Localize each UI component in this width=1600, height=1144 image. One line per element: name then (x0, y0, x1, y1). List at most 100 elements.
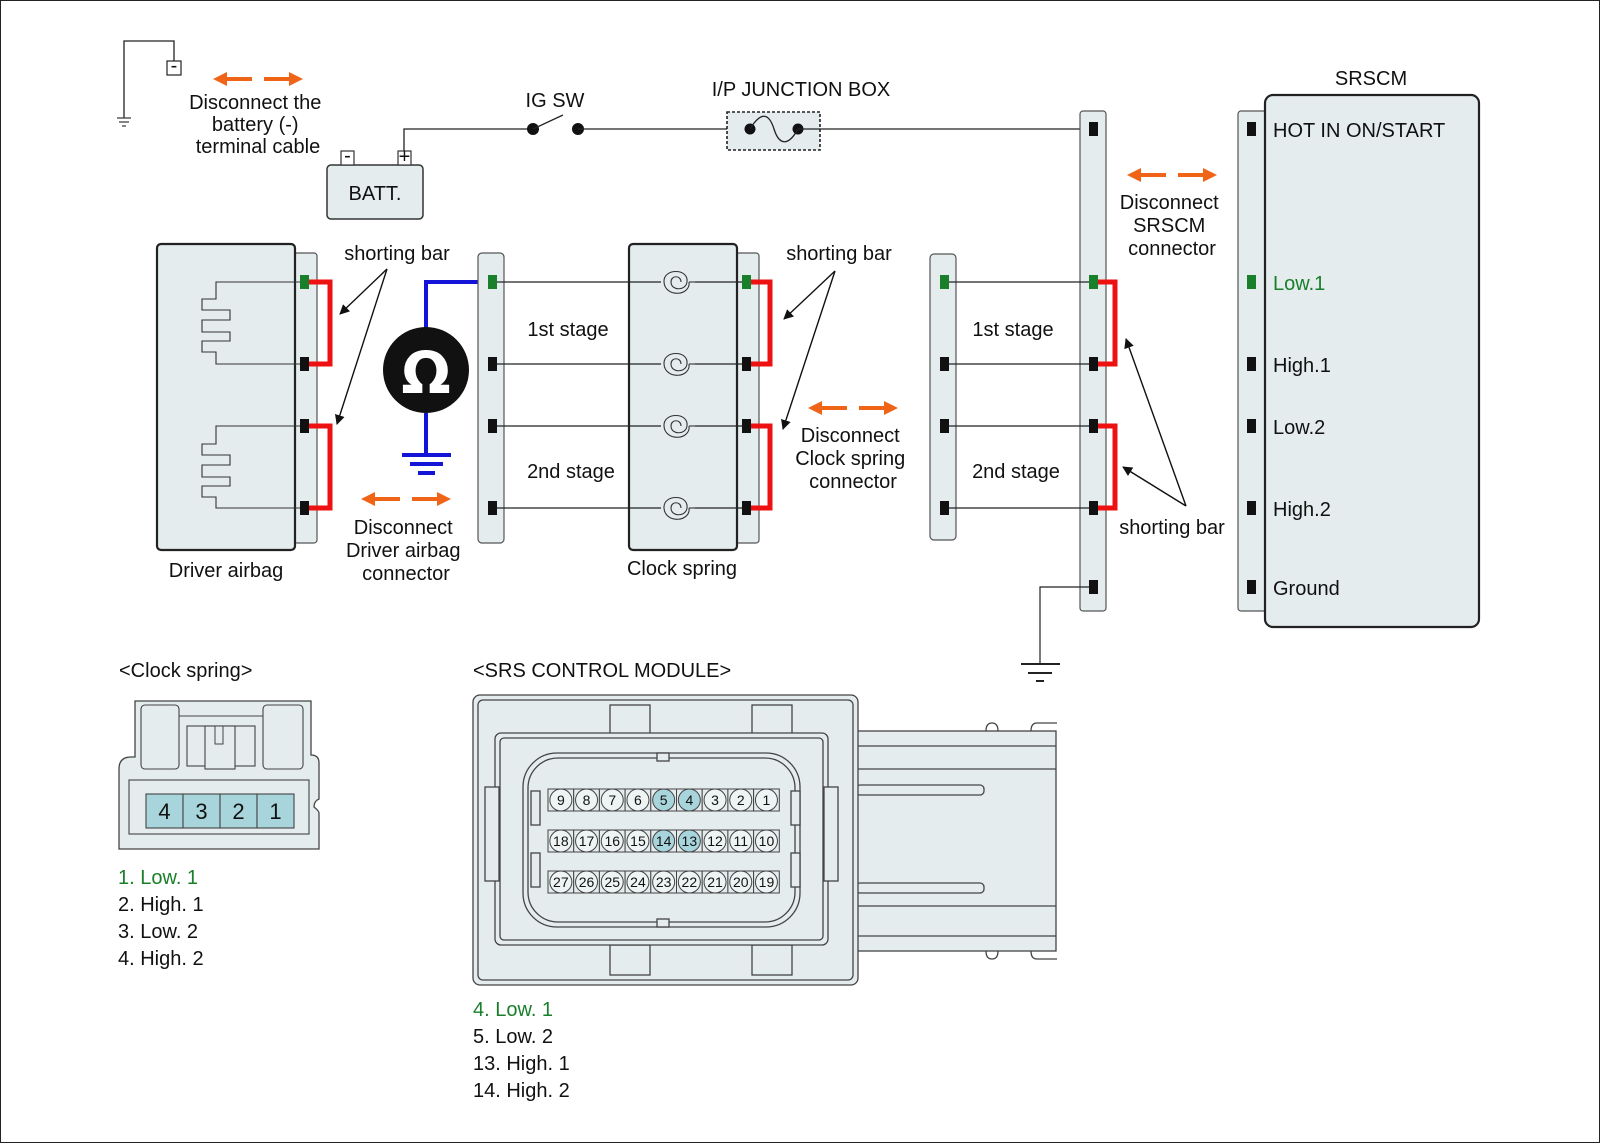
shorting-bar-airbag-1 (309, 279, 333, 367)
srscm-pin: Ground (1247, 578, 1340, 600)
battery-disconnect-arrows-icon (213, 72, 303, 86)
svg-text:19: 19 (759, 874, 775, 890)
srs-legend-item: 4. Low. 1 (473, 999, 553, 1021)
clock-spring-pin-3: 3 (182, 793, 221, 829)
srscm-harness-wires (944, 281, 1093, 664)
srscm-ground-icon (1021, 663, 1060, 682)
battery-positive-terminal: + (399, 146, 411, 168)
pin-high2 (300, 501, 309, 515)
srs-pin-5: 5 (650, 788, 677, 812)
fuse-icon (749, 115, 799, 143)
svg-text:4: 4 (685, 792, 693, 808)
clock-spring-pins (742, 275, 751, 515)
coil-icon (661, 411, 697, 441)
shorting-bar-clock-2 (751, 423, 773, 511)
srscm-pin: High.1 (1247, 355, 1331, 377)
clock-spring-pin-1: 1 (256, 793, 295, 829)
airbag-disconnect-arrows-icon (361, 492, 451, 506)
srscm-harness-left-connector (929, 253, 957, 541)
svg-text:16: 16 (604, 833, 620, 849)
srs-legend-item: 14. High. 2 (473, 1080, 570, 1102)
srscm-stage2-label: 2nd stage (972, 461, 1060, 483)
ignition-switch-icon (527, 114, 584, 135)
srs-pin-26: 26 (573, 870, 600, 894)
srs-module-pin-legend: 4. Low. 1 5. Low. 2 13. High. 1 14. High. 2 (473, 999, 570, 1102)
srscm-harness-right-pins (1089, 122, 1098, 594)
srscm-module-body (1263, 93, 1481, 629)
svg-text:2: 2 (232, 799, 244, 824)
clock-spring-pin-legend: 1. Low. 12. High. 13. Low. 24. High. 2 (118, 867, 204, 970)
svg-text:22: 22 (682, 874, 698, 890)
clock-shorting-bar-arrow-2 (781, 270, 836, 430)
ground-terminal-minus: - (171, 55, 178, 77)
ohmmeter-icon: Ω (383, 327, 469, 413)
svg-text:17: 17 (579, 833, 595, 849)
svg-text:6: 6 (634, 792, 642, 808)
srs-pin-18: 18 (547, 829, 575, 853)
srs-pin-9: 9 (547, 788, 575, 812)
srscm-pin-label: Low.1 (1273, 273, 1325, 295)
srscm-shorting-bar-arrow-1 (1124, 338, 1187, 507)
svg-text:1: 1 (269, 799, 281, 824)
clock-spring-legend-item: 3. Low. 2 (118, 921, 198, 943)
srscm-pin-label: Low.2 (1273, 417, 1325, 439)
srscm-pin: High.2 (1247, 499, 1331, 521)
battery-disconnect-label: Disconnect the battery (-) terminal cabl… (189, 92, 327, 158)
svg-text:8: 8 (583, 792, 591, 808)
svg-text:20: 20 (733, 874, 749, 890)
clock-stage2-label: 2nd stage (527, 461, 615, 483)
srs-pin-22: 22 (676, 870, 703, 894)
svg-text:12: 12 (707, 833, 723, 849)
srs-legend-item: 5. Low. 2 (473, 1026, 553, 1048)
driver-airbag-body (155, 242, 297, 552)
srs-pin-12: 12 (701, 829, 729, 853)
srscm-shorting-bar-arrow-2 (1122, 466, 1187, 507)
clock-spring-label: Clock spring (627, 558, 737, 580)
supply-wire (403, 128, 533, 151)
shorting-bar-srscm-2 (1098, 423, 1118, 511)
svg-text:23: 23 (656, 874, 672, 890)
clock-spring-legend-item: 4. High. 2 (118, 948, 204, 970)
ig-sw-label: IG SW (526, 90, 585, 112)
battery-ground-wire: - (117, 40, 182, 127)
srs-pin-8: 8 (573, 788, 600, 812)
srs-pin-23: 23 (650, 870, 677, 894)
clock-spring-harness-connector (477, 252, 505, 544)
svg-text:10: 10 (759, 833, 775, 849)
pin-low1 (300, 275, 309, 289)
srscm-disconnect-label: Disconnect SRSCM connector (1120, 192, 1225, 260)
srscm-pin-list: HOT IN ON/START Low.1High.1Low.2High.2Gro… (1247, 120, 1445, 600)
svg-text:1: 1 (763, 792, 771, 808)
svg-text:26: 26 (579, 874, 595, 890)
clock-shorting-bar-arrow-1 (783, 270, 836, 320)
svg-text:21: 21 (707, 874, 723, 890)
srscm-stage1-label: 1st stage (972, 319, 1053, 341)
driver-airbag-connector-housing (293, 252, 318, 544)
coil-icon (661, 493, 697, 523)
battery-negative-terminal: - (344, 145, 351, 167)
srs-pin-20: 20 (727, 870, 755, 894)
clock-stage1-label: 1st stage (527, 319, 608, 341)
srscm-pin: HOT IN ON/START (1247, 120, 1445, 142)
junction-box (726, 111, 821, 151)
srs-module-connector-title: <SRS CONTROL MODULE> (473, 660, 731, 682)
srs-pin-15: 15 (624, 829, 652, 853)
srs-pin-10: 10 (753, 829, 780, 853)
meter-ground-icon (402, 453, 451, 475)
srs-pin-19: 19 (753, 870, 780, 894)
svg-text:27: 27 (553, 874, 569, 890)
clock-disconnect-arrows-icon (808, 401, 898, 415)
clock-spring-legend-item: 2. High. 1 (118, 894, 204, 916)
srscm-pin: Low.2 (1247, 417, 1325, 439)
svg-text:3: 3 (195, 799, 207, 824)
driver-airbag-pins (300, 275, 309, 515)
srs-pin-14: 14 (650, 829, 677, 853)
srs-legend-item: 13. High. 1 (473, 1053, 570, 1075)
srscm-pin-label: High.1 (1273, 355, 1331, 377)
clock-shorting-bar-label: shorting bar (786, 243, 892, 265)
ground-terminal-box (166, 60, 182, 76)
